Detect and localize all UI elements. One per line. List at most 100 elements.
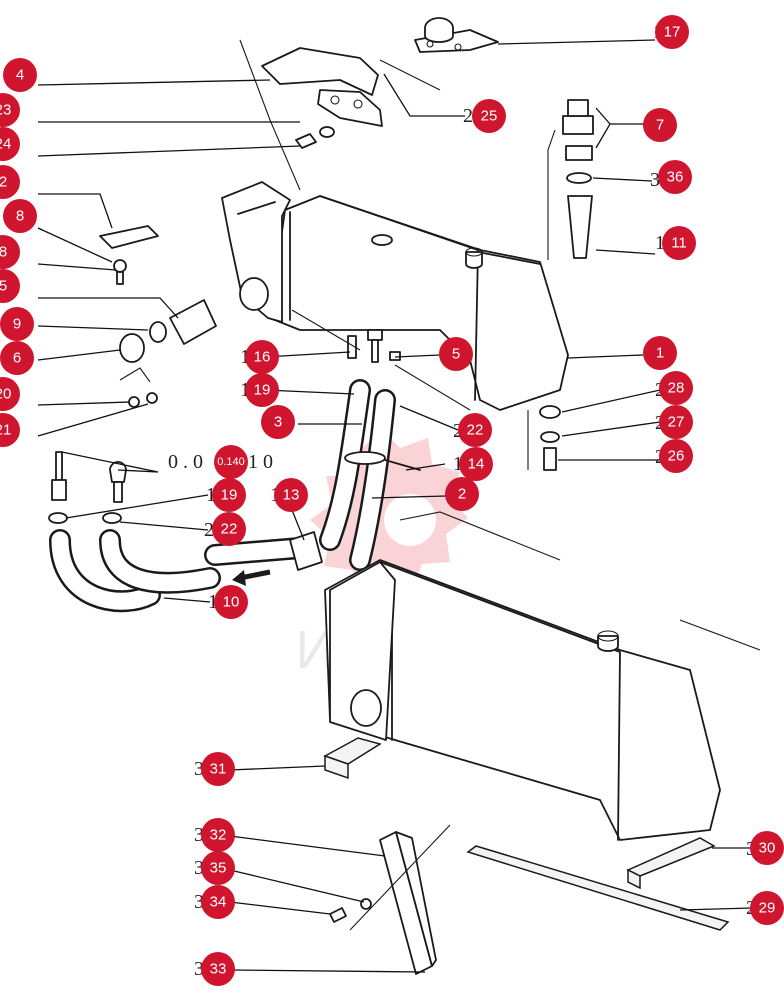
badge-circle [0, 235, 20, 269]
badge-label: 22 [221, 521, 238, 538]
badge-label: 1 [656, 345, 664, 362]
upper-fuel-tank [221, 181, 569, 411]
badge-label: 21 [0, 422, 11, 439]
badge-label: 23 [0, 102, 11, 119]
callout-badge: 10 [214, 585, 248, 619]
callout-badge: 19 [245, 373, 279, 407]
badge-circle [643, 336, 677, 370]
callout-badge: 27 [659, 405, 693, 439]
stub-text: 1 [206, 484, 216, 506]
stub-text: 3 [194, 758, 204, 780]
stub-text: 3 [650, 169, 660, 191]
badge-label: 17 [664, 24, 681, 41]
stub-text: 2 [453, 420, 463, 442]
flow-arrow [232, 569, 271, 586]
stub-text: 1 [453, 453, 463, 475]
callout-badge: 0.140 [214, 445, 248, 479]
badge-circle [655, 15, 689, 49]
callout-badge: 29 [750, 891, 784, 925]
badge-label: 8 [0, 244, 7, 261]
callout-badge: 11 [662, 226, 696, 260]
stub-text: 3 [194, 891, 204, 913]
callout-badge: 25 [472, 99, 506, 133]
badge-label: 20 [0, 386, 11, 403]
badge-circle [0, 341, 34, 375]
filler-cap-parts [547, 99, 594, 260]
badge-label: 2 [0, 174, 7, 191]
badge-label: 34 [210, 894, 227, 911]
callout-badge: 14 [459, 447, 493, 481]
badge-circle [662, 226, 696, 260]
badge-circle [0, 307, 34, 341]
callout-badge: 5 [0, 269, 20, 303]
callout-badge: 6 [0, 341, 34, 375]
callout-badge: 2 [445, 477, 479, 511]
badge-circle [0, 93, 20, 127]
callout-badge: 3 [261, 405, 295, 439]
badge-circle [201, 952, 235, 986]
fuel-hoses [49, 379, 421, 613]
badge-circle [201, 818, 235, 852]
stub-text: 1 [655, 232, 665, 254]
stub-text: 1 [208, 591, 218, 613]
badge-label: 29 [759, 900, 776, 917]
left-fittings [48, 451, 127, 524]
badge-label: 33 [210, 961, 227, 978]
badge-label: 5 [452, 346, 460, 363]
badge-label: 36 [667, 169, 684, 186]
badge-circle [0, 165, 20, 199]
badge-circle [459, 447, 493, 481]
badge-label: 32 [210, 827, 227, 844]
badge-label: 25 [481, 108, 498, 125]
badge-circle [201, 851, 235, 885]
callout-badge: 23 [0, 93, 20, 127]
badge-circle [245, 340, 279, 374]
leader-lines [37, 39, 753, 973]
callout-badge: 4 [3, 58, 37, 92]
mounting-hardware-right [527, 405, 561, 471]
callout-badge: 36 [658, 160, 692, 194]
callout-badge: 16 [245, 340, 279, 374]
badge-label: 30 [759, 840, 776, 857]
badge-label: 19 [221, 487, 238, 504]
stub-text: 3 [194, 857, 204, 879]
callout-badge: 22 [458, 413, 492, 447]
badge-circle [439, 337, 473, 371]
callout-badge: 19 [212, 478, 246, 512]
badge-circle [3, 58, 37, 92]
badge-label: 4 [16, 67, 24, 84]
badge-label: 28 [668, 380, 685, 397]
stub-text: 2 [204, 519, 214, 541]
badge-label: 0.140 [217, 456, 245, 468]
callout-badge: 31 [201, 752, 235, 786]
badge-circle [0, 269, 20, 303]
bolt-24 [295, 126, 335, 149]
badge-circle [750, 831, 784, 865]
badge-label: 8 [16, 208, 24, 225]
badge-circle [261, 405, 295, 439]
watermark-gear-logo [310, 430, 468, 594]
lower-fuel-tank [324, 511, 761, 841]
stub-text: 3 [194, 958, 204, 980]
badge-label: 6 [13, 350, 21, 367]
badge-circle [214, 445, 248, 479]
badge-circle [472, 99, 506, 133]
badge-label: 24 [0, 136, 11, 153]
badge-circle [212, 512, 246, 546]
stub-text: 1 0 [248, 451, 273, 473]
badge-label: 35 [210, 860, 227, 877]
callout-badge: 26 [659, 439, 693, 473]
callout-badge: 7 [643, 108, 677, 142]
callout-badge: 17 [655, 15, 689, 49]
stub-text: 3 [194, 824, 204, 846]
support-blocks [323, 737, 730, 931]
badge-circle [659, 439, 693, 473]
badge-label: 27 [668, 414, 685, 431]
badge-circle [201, 752, 235, 786]
callout-badge: 28 [659, 371, 693, 405]
badge-circle [445, 477, 479, 511]
badge-label: 2 [458, 486, 466, 503]
badge-label: 7 [656, 117, 664, 134]
badge-circle [0, 127, 20, 161]
badge-circle [201, 885, 235, 919]
